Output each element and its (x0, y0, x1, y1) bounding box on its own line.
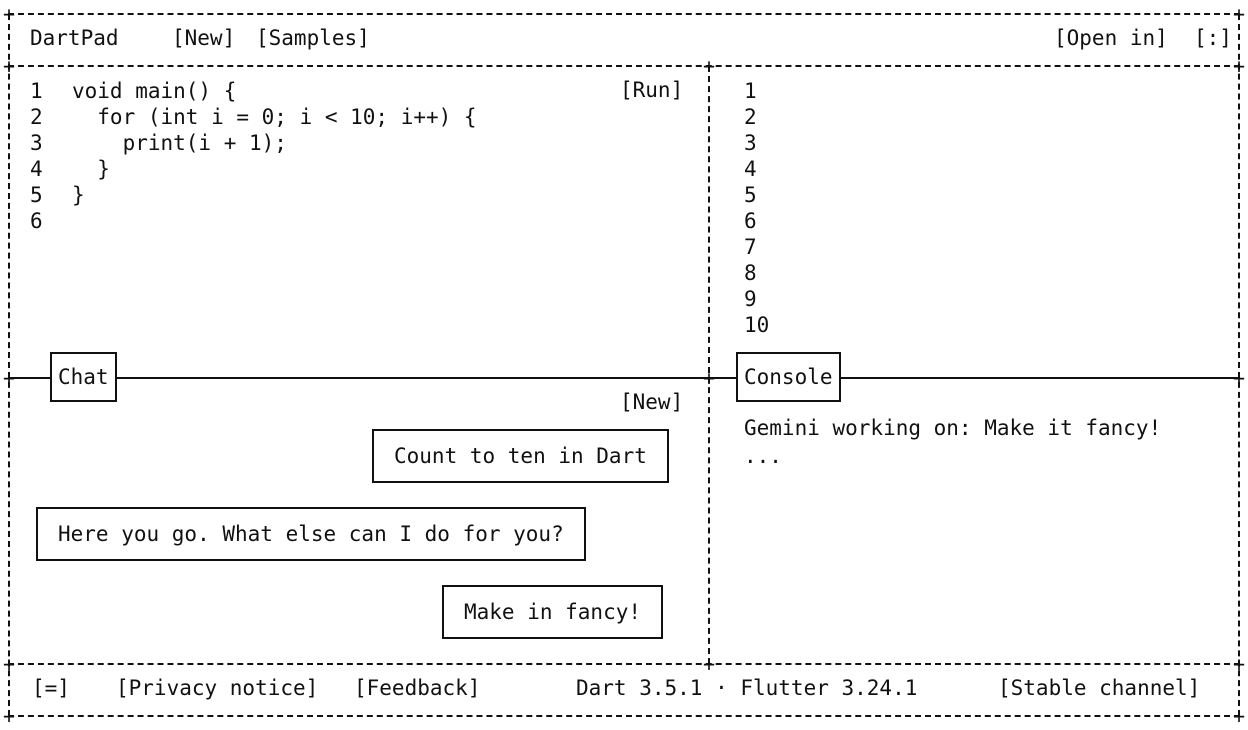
corner-marker: + (702, 366, 716, 390)
code-text: print(i + 1); (72, 131, 287, 155)
corner-marker: + (2, 54, 16, 78)
line-number: 1 (30, 79, 43, 103)
code-editor[interactable]: 1 void main() { 2 for (int i = 0; i < 10… (10, 67, 706, 375)
line-number: 3 (30, 131, 43, 155)
code-text: for (int i = 0; i < 10; i++) { (72, 105, 477, 129)
corner-marker: + (2, 704, 16, 728)
assistant-message: Here you go. What else can I do for you? (36, 507, 586, 561)
corner-marker: + (1232, 366, 1246, 390)
feedback-link[interactable]: [Feedback] (354, 676, 481, 700)
corner-marker: + (1232, 54, 1246, 78)
footer-divider (8, 663, 1240, 665)
corner-marker: + (2, 2, 16, 26)
corner-marker: + (702, 54, 716, 78)
version-info: Dart 3.5.1 · Flutter 3.24.1 (576, 676, 918, 700)
new-chat-button[interactable]: [New] (620, 390, 684, 414)
output-line: 6 (744, 209, 757, 233)
corner-marker: + (1232, 652, 1246, 676)
middle-divider (8, 377, 1240, 379)
privacy-notice-link[interactable]: [Privacy notice] (116, 676, 319, 700)
output-line: 10 (744, 313, 770, 337)
console-status: Gemini working on: Make it fancy! (744, 416, 1162, 440)
bottom-border (8, 715, 1240, 717)
open-in-button[interactable]: [Open in] (1054, 26, 1168, 50)
output-line: 3 (744, 131, 757, 155)
user-message: Make in fancy! (442, 585, 664, 639)
channel-button[interactable]: [Stable channel] (998, 676, 1201, 700)
pane-splitter[interactable] (708, 66, 710, 664)
tab-console[interactable]: Console (736, 352, 841, 402)
corner-marker: + (2, 652, 16, 676)
output-line: 8 (744, 261, 757, 285)
output-line: 7 (744, 235, 757, 259)
corner-marker: + (702, 652, 716, 676)
code-text: void main() { (72, 79, 237, 103)
output-line: 2 (744, 105, 757, 129)
code-text: } (72, 157, 110, 181)
console-progress: ... (744, 444, 782, 468)
more-menu-button[interactable]: [:] (1194, 26, 1232, 50)
output-line: 5 (744, 183, 757, 207)
line-number: 5 (30, 183, 43, 207)
line-number: 4 (30, 157, 43, 181)
new-button[interactable]: [New] (172, 26, 236, 50)
app-title: DartPad (30, 26, 119, 50)
menu-button[interactable]: [=] (32, 676, 70, 700)
output-line: 9 (744, 287, 757, 311)
line-number: 6 (30, 209, 43, 233)
samples-button[interactable]: [Samples] (256, 26, 370, 50)
run-button[interactable]: [Run] (620, 78, 684, 102)
code-text: } (72, 183, 85, 207)
line-number: 2 (30, 105, 43, 129)
right-border (1238, 14, 1240, 716)
corner-marker: + (1232, 2, 1246, 26)
top-border (8, 13, 1240, 15)
corner-marker: + (2, 366, 16, 390)
corner-marker: + (1232, 704, 1246, 728)
user-message: Count to ten in Dart (372, 429, 669, 483)
output-line: 1 (744, 79, 757, 103)
output-line: 4 (744, 157, 757, 181)
tab-chat[interactable]: Chat (50, 352, 117, 402)
